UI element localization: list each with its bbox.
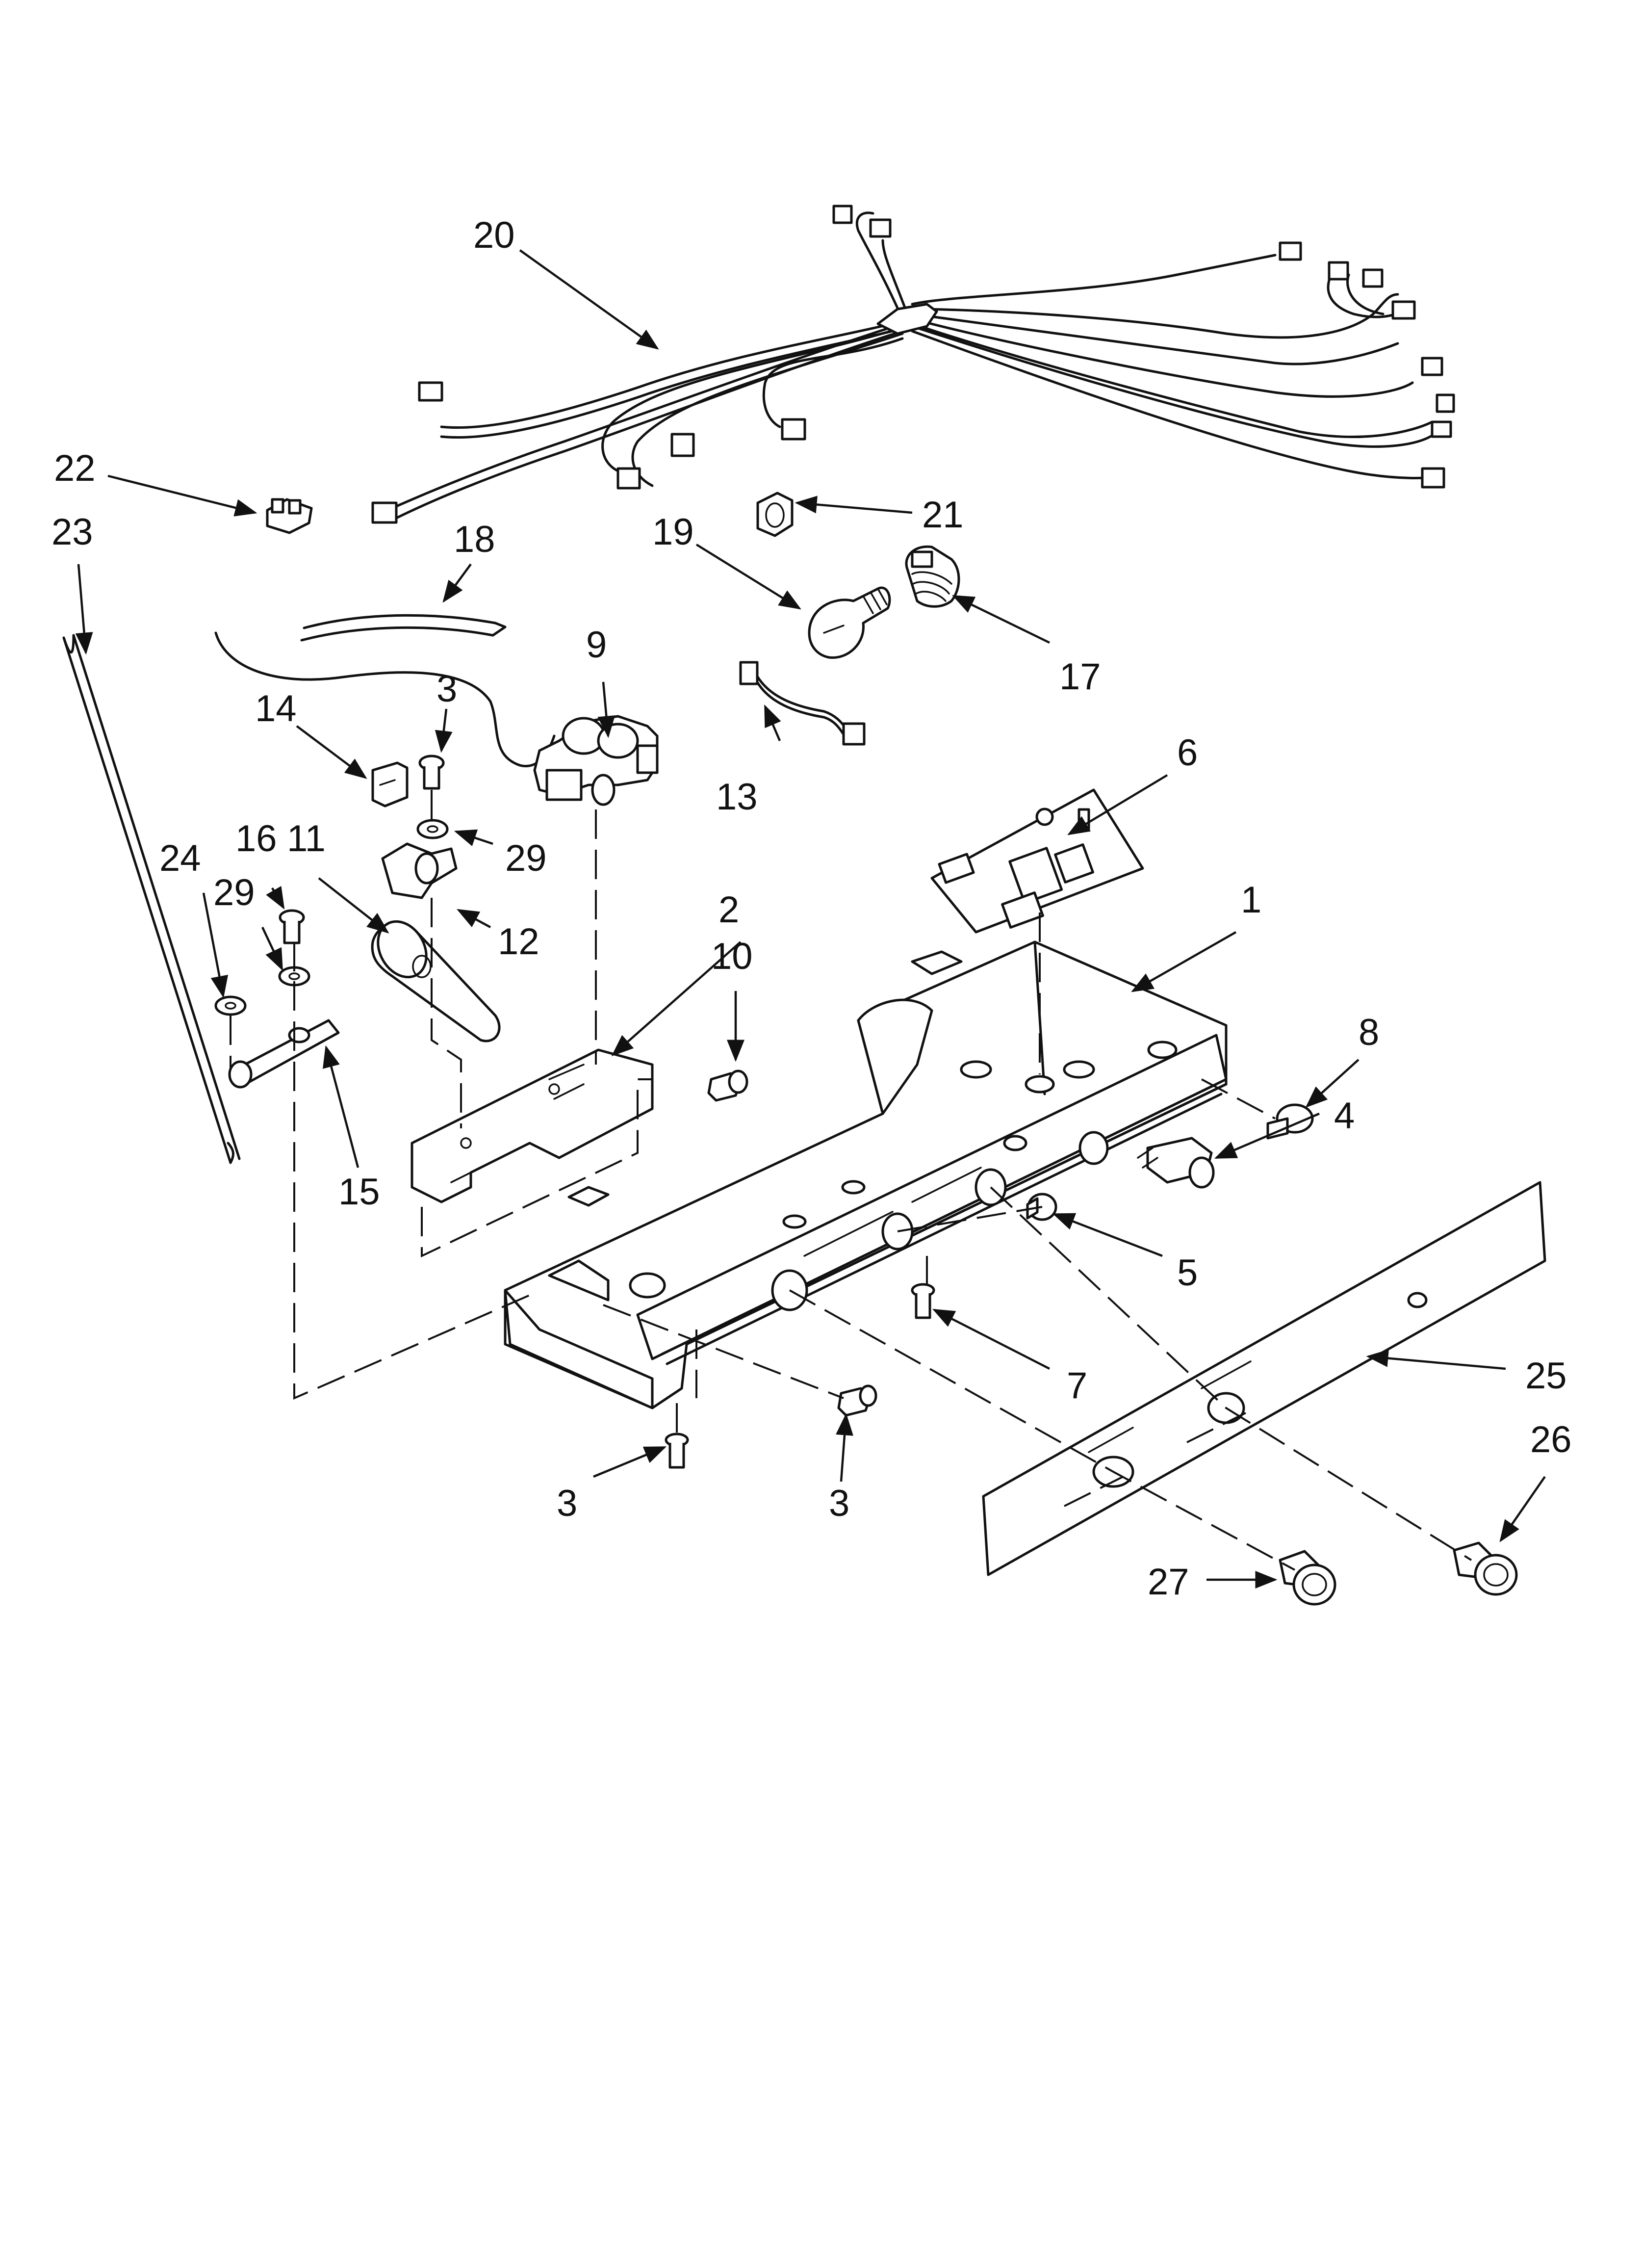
control-rod-part-23 [62, 634, 241, 1164]
screw-part-10 [707, 1069, 748, 1102]
label-3-bottom-left: 3 [557, 1483, 577, 1524]
label-22: 22 [54, 447, 96, 489]
control-board-part-6 [930, 788, 1144, 934]
washer-part-29-top [416, 819, 449, 839]
label-24: 24 [159, 837, 201, 879]
assembly-guide-lines [230, 790, 1472, 1571]
callout-labels: 20 22 23 18 21 19 17 9 3 14 13 6 29 16 1… [51, 214, 1572, 1603]
knob-part-27 [1279, 1550, 1336, 1606]
mount-bracket-part-12 [381, 842, 458, 899]
screw-part-16 [279, 909, 305, 944]
clip-part-22 [266, 498, 313, 534]
bracket-plate-part-2 [410, 1048, 654, 1203]
label-12: 12 [498, 921, 539, 963]
screw-part-3-bottom-right [837, 1384, 877, 1417]
label-14: 14 [255, 688, 297, 730]
label-27: 27 [1148, 1561, 1189, 1603]
label-19: 19 [652, 511, 694, 553]
label-9: 9 [586, 624, 607, 666]
control-shaft-part-11 [371, 920, 501, 1043]
label-4: 4 [1334, 1095, 1355, 1137]
tube-part-18 [300, 614, 507, 642]
label-23: 23 [51, 511, 93, 553]
wire-harness-part-20 [371, 205, 1455, 524]
label-8: 8 [1359, 1012, 1379, 1053]
label-25: 25 [1525, 1355, 1567, 1397]
link-arm-part-15 [228, 1019, 340, 1089]
label-29-left: 29 [213, 872, 255, 913]
label-20: 20 [473, 214, 515, 256]
screw-part-3-top [418, 755, 445, 790]
label-17: 17 [1059, 656, 1101, 698]
label-10: 10 [711, 936, 753, 977]
label-3-bottom-right: 3 [829, 1483, 849, 1524]
thermostat-part-9 [214, 631, 659, 806]
switch-part-4 [1137, 1137, 1215, 1189]
label-5: 5 [1177, 1252, 1198, 1294]
label-21: 21 [922, 494, 964, 536]
label-13: 13 [716, 776, 758, 818]
jumper-harness-part-13 [739, 661, 866, 746]
lamp-socket-part-17 [905, 545, 960, 608]
label-18: 18 [454, 519, 495, 560]
socket-part-21 [756, 492, 794, 537]
label-15: 15 [338, 1171, 380, 1213]
label-3-top: 3 [436, 668, 457, 710]
label-29-top: 29 [505, 837, 547, 879]
label-2: 2 [718, 889, 739, 931]
label-1: 1 [1241, 879, 1261, 921]
screw-part-7 [911, 1283, 935, 1319]
label-11: 11 [287, 818, 326, 860]
bracket-part-14 [371, 761, 409, 808]
washer-part-24 [214, 995, 247, 1016]
screw-part-3-bottom-left [665, 1433, 689, 1469]
label-6: 6 [1177, 732, 1198, 774]
leader-arrows [75, 249, 1546, 1589]
control-housing-part-1 [504, 940, 1228, 1409]
label-7: 7 [1067, 1365, 1087, 1407]
light-bulb-part-19 [808, 586, 891, 659]
label-16: 16 [235, 818, 277, 860]
label-26: 26 [1530, 1419, 1572, 1460]
knob-part-26 [1453, 1541, 1518, 1596]
